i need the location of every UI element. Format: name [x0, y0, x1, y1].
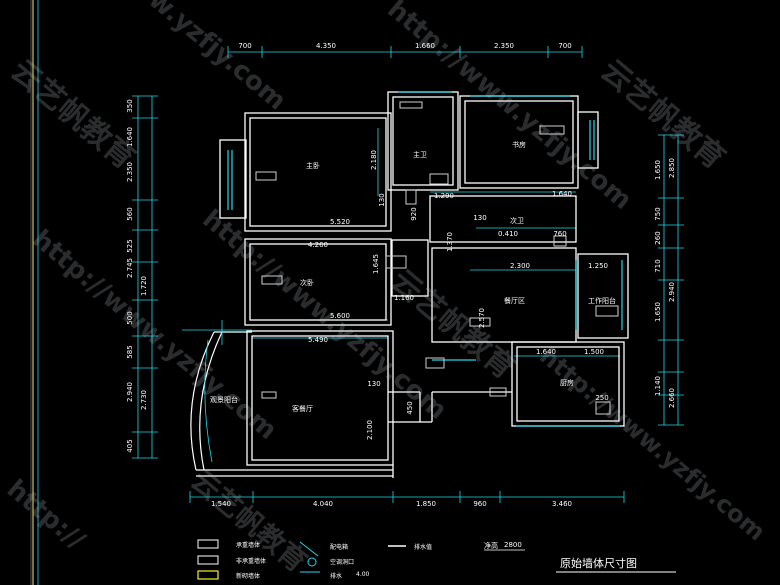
dim-right-2: 750 [654, 207, 662, 220]
room-label-second-bath: 次卫 [510, 217, 524, 225]
dim-top-3: 2.350 [494, 42, 514, 50]
dim-left-10: 2.730 [140, 390, 148, 410]
dim-left-2: 2.350 [126, 162, 134, 182]
legend-ceiling-label: 净高 [484, 542, 498, 550]
dim-inner-13: 1.250 [588, 262, 608, 270]
dim-left-0: 350 [126, 99, 134, 112]
dim-right-7: 1.140 [654, 376, 662, 396]
dim-inner-2: 130 [378, 193, 386, 206]
dim-inner-15: 1.160 [394, 294, 414, 302]
room-label-master-bedroom: 主卧 [306, 162, 320, 170]
legend-distribution-box: 配电箱 [330, 544, 349, 551]
dim-left-3: 560 [126, 207, 134, 220]
room-label-living: 客餐厅 [292, 405, 313, 413]
dim-left-4: 525 [126, 239, 134, 252]
dim-right-5: 2.940 [668, 282, 676, 302]
room-label-master-bath: 主卫 [413, 151, 427, 159]
dim-bottom-2: 1.850 [416, 500, 436, 508]
dim-inner-14: 5.600 [330, 312, 350, 320]
legend-ac-opening: 空调洞口 [330, 559, 355, 566]
dim-right-1: 2.850 [668, 158, 676, 178]
dim-inner-18: 1.500 [584, 348, 604, 356]
dim-bottom-4: 3.460 [552, 500, 572, 508]
dim-bottom-1: 4.040 [313, 500, 333, 508]
room-label-kitchen: 厨房 [560, 379, 574, 387]
dim-inner-6: 130 [473, 214, 486, 222]
dim-inner-16: 5.490 [308, 336, 328, 344]
dim-right-8: 2.660 [668, 388, 676, 408]
dim-bottom-3: 960 [473, 500, 486, 508]
dim-right-4: 710 [654, 259, 662, 272]
dim-inner-19: 2.570 [478, 308, 486, 328]
room-label-dining: 餐厅区 [504, 297, 525, 305]
dim-left-11: 405 [126, 439, 134, 452]
dim-inner-22: 250 [595, 394, 608, 402]
room-label-view-balcony: 观景阳台 [210, 396, 238, 404]
legend-new-wall: 新砌墙体 [236, 573, 261, 580]
dim-left-1: 1.640 [126, 127, 134, 147]
legend-drain-value: 排水值 [414, 544, 433, 551]
dim-inner-12: 2.300 [510, 262, 530, 270]
dim-top-1: 4.350 [316, 42, 336, 50]
legend-load-bearing: 承重墙体 [236, 542, 261, 549]
dim-top-2: 1.660 [415, 42, 435, 50]
dim-left-5: 2.745 [126, 258, 134, 278]
dim-inner-3: 1.290 [434, 192, 454, 200]
legend-drain: 排水 [330, 573, 343, 580]
dim-left-6: 1.720 [140, 276, 148, 296]
dim-left-7: 500 [126, 311, 134, 324]
dim-right-3: 260 [654, 231, 662, 244]
room-label-work-balcony: 工作阳台 [588, 297, 616, 305]
dim-inner-9: 4.260 [308, 241, 328, 249]
dim-left-8: 585 [126, 345, 134, 358]
room-label-study: 书房 [512, 141, 526, 149]
dim-inner-8: 760 [553, 230, 566, 238]
dim-inner-10: 1.645 [372, 254, 380, 274]
dim-left-9: 2.940 [126, 382, 134, 402]
dim-inner-20: 130 [367, 380, 380, 388]
dim-inner-21: 450 [406, 401, 414, 414]
dim-right-0: 1.650 [654, 160, 662, 180]
dim-inner-4: 920 [410, 207, 418, 220]
legend-height-value: 4.00 [356, 571, 370, 578]
dim-inner-23: 2.100 [366, 420, 374, 440]
dim-bottom-0: 1.540 [211, 500, 231, 508]
room-label-second-bedroom: 次卧 [300, 279, 314, 287]
dim-inner-1: 5.520 [330, 218, 350, 226]
dim-inner-5: 1.640 [552, 190, 572, 198]
drawing-title: 原始墙体尺寸图 [560, 557, 637, 570]
dim-inner-0: 2.180 [370, 150, 378, 170]
dim-top-0: 700 [238, 42, 251, 50]
legend-non-load-bearing: 非承重墙体 [236, 558, 267, 565]
dim-right-6: 1.650 [654, 302, 662, 322]
legend-ceiling-value: 2800 [504, 541, 522, 549]
dim-inner-17: 1.640 [536, 348, 556, 356]
dim-top-4: 700 [558, 42, 571, 50]
dim-inner-7: 0.410 [498, 230, 518, 238]
dim-inner-11: 1.370 [446, 232, 454, 252]
